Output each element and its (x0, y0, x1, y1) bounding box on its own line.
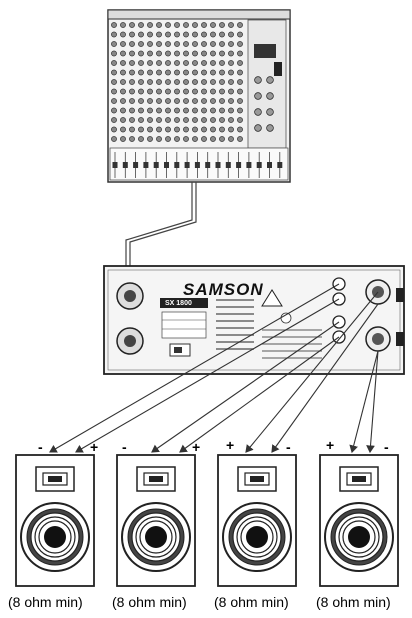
speaker-wires (49, 283, 379, 454)
mixer (107, 9, 291, 183)
mixer-knob-grid (111, 22, 243, 142)
speaker-1-impedance: (8 ohm min) (8, 594, 83, 610)
mixer-output-cable (125, 182, 193, 288)
speaker-4-right-sign: - (384, 439, 389, 455)
amp-fine-print (216, 299, 322, 359)
speaker-2-left-sign: - (122, 439, 127, 455)
speaker-group (15, 454, 399, 587)
mixer-master-knobs (254, 76, 274, 132)
speaker-cabinet (319, 454, 399, 587)
speaker-4-left-sign: + (326, 437, 335, 453)
speaker-3-right-sign: - (286, 439, 291, 455)
amp-brand: SAMSON (183, 280, 264, 299)
speaker-4-impedance: (8 ohm min) (316, 594, 391, 610)
speaker-cabinet (217, 454, 297, 587)
speaker-2-impedance: (8 ohm min) (112, 594, 187, 610)
amplifier (103, 265, 405, 375)
amp-model: SX 1800 (162, 299, 195, 308)
speaker-cabinet (116, 454, 196, 587)
speaker-1-left-sign: - (38, 439, 43, 455)
mixer-faders (112, 152, 283, 178)
speaker-1-right-sign: + (90, 439, 99, 455)
speaker-2-right-sign: + (192, 439, 201, 455)
speaker-cabinet (15, 454, 95, 587)
speaker-3-impedance: (8 ohm min) (214, 594, 289, 610)
speaker-3-left-sign: + (226, 437, 235, 453)
